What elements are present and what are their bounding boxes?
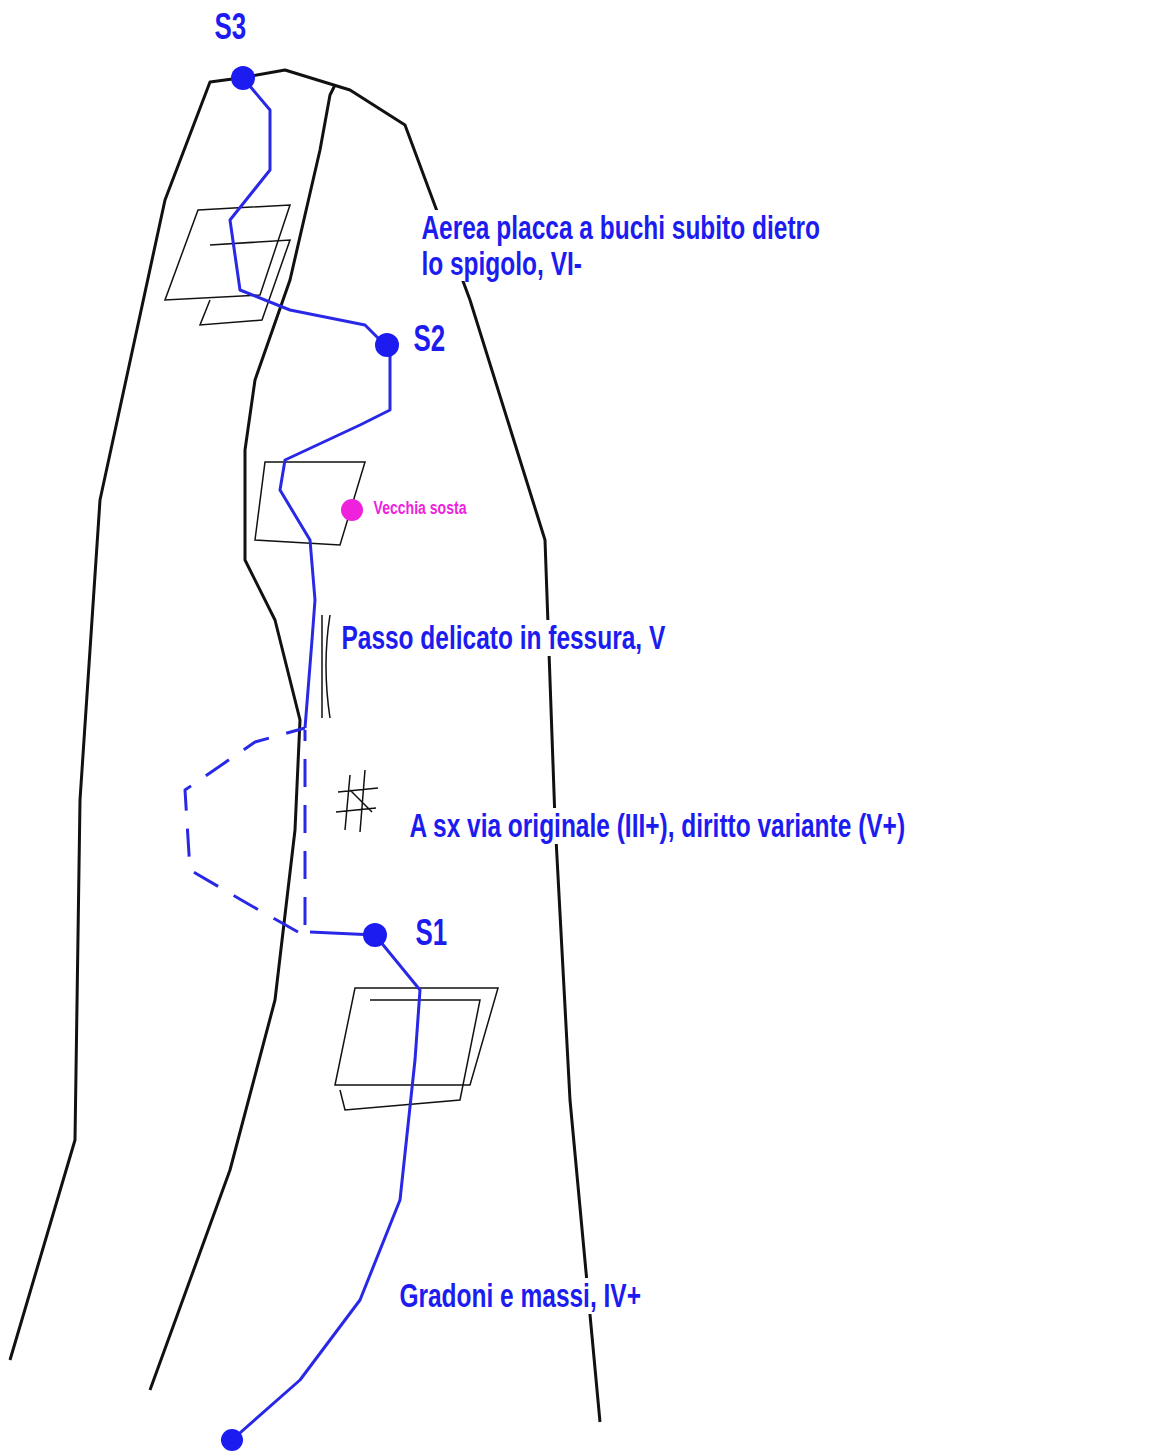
slab-symbol <box>255 462 365 545</box>
terrain-symbols <box>165 205 498 1110</box>
pitch-note: Passo delicato in fessura, V <box>340 620 667 656</box>
station-label: S3 <box>213 8 248 46</box>
slab-symbol <box>165 205 290 300</box>
station-label: S1 <box>414 914 449 952</box>
original-route <box>185 728 305 932</box>
route-pitch <box>232 935 420 1440</box>
start-dot <box>221 1429 243 1451</box>
belay-stations <box>221 66 399 1451</box>
old-belay-dot <box>341 499 363 521</box>
route-line <box>185 78 420 1440</box>
arete-line <box>150 85 335 1390</box>
route-pitch <box>230 78 385 345</box>
pitch-note: Gradoni e massi, IV+ <box>398 1278 642 1314</box>
crack-symbol <box>336 770 378 832</box>
station-label: S2 <box>412 320 447 358</box>
belay-dot <box>363 923 387 947</box>
route-pitch <box>280 345 390 728</box>
pitch-note: Aerea placca a buchi subito dietro lo sp… <box>420 210 826 281</box>
pitch-note: A sx via originale (III+), diritto varia… <box>408 808 907 844</box>
slab-symbol <box>200 240 290 325</box>
variant-route <box>304 730 307 925</box>
belay-dot <box>375 333 399 357</box>
crack-symbol <box>322 615 330 718</box>
old-belay-label: Vecchia sosta <box>372 499 468 518</box>
belay-dot <box>231 66 255 90</box>
